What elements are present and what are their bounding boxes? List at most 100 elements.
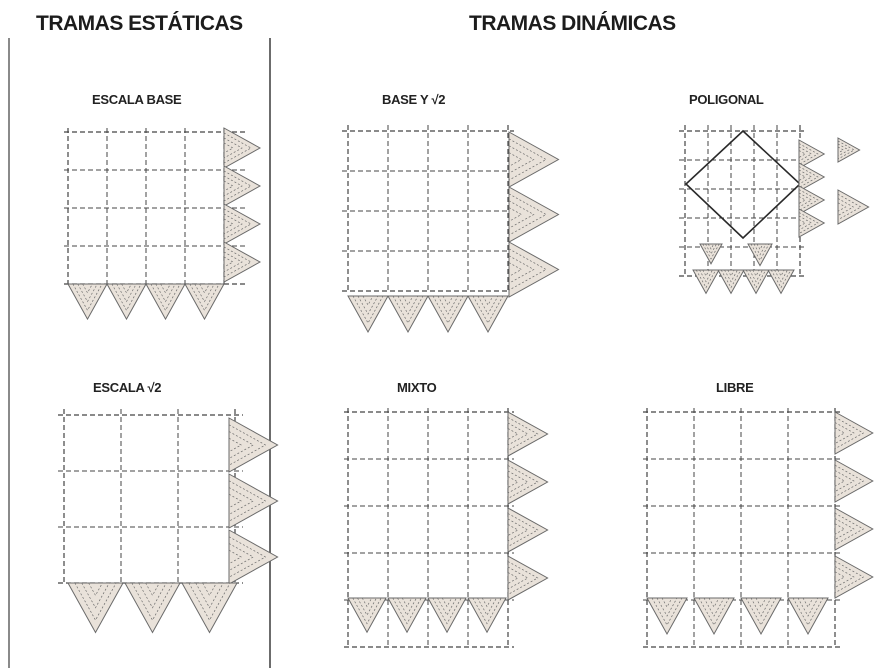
scale-triangle-hatch xyxy=(702,243,720,260)
label-base-r2: BASE Y √2 xyxy=(382,92,446,107)
label-libre: LIBRE xyxy=(716,380,754,395)
scale-triangle xyxy=(699,243,723,265)
scale-triangle-hatch xyxy=(798,189,819,211)
scale-triangle-hatch xyxy=(724,269,738,283)
scale-triangle xyxy=(427,597,467,634)
grid-base-r2 xyxy=(342,125,560,334)
scale-triangle-hatch xyxy=(82,283,93,294)
scale-triangle-hatch xyxy=(77,283,98,303)
scale-triangle-hatch xyxy=(357,295,379,315)
scale-triangle-hatch xyxy=(88,582,103,597)
grid-mixto xyxy=(344,408,549,648)
scale-triangle-hatch xyxy=(432,597,462,625)
scale-triangle-hatch xyxy=(441,597,453,608)
scale-triangle-hatch xyxy=(392,597,422,625)
scale-triangle xyxy=(228,473,279,529)
scale-triangle xyxy=(798,185,826,215)
scale-triangle xyxy=(798,162,826,192)
scale-triangle-hatch xyxy=(477,597,497,616)
scale-triangle-hatch xyxy=(228,487,255,515)
scale-triangle-hatch xyxy=(160,283,171,294)
scale-triangle-hatch xyxy=(472,597,502,625)
scale-triangle xyxy=(228,529,279,585)
scale-triangle-hatch xyxy=(437,295,459,315)
scale-triangle-hatch xyxy=(707,243,715,250)
scale-triangle-hatch xyxy=(798,166,819,188)
scale-triangle-hatch xyxy=(837,202,847,212)
scale-triangle-hatch xyxy=(223,213,243,235)
scale-triangle-hatch xyxy=(834,470,855,492)
scale-triangle-hatch xyxy=(352,597,382,625)
scale-triangle-hatch xyxy=(402,295,414,306)
label-escala-base: ESCALA BASE xyxy=(92,92,182,107)
scale-triangle-hatch xyxy=(507,566,529,590)
scale-triangle-hatch xyxy=(507,561,539,595)
scale-triangle-hatch xyxy=(507,518,529,542)
scale-triangle xyxy=(507,555,549,601)
scale-triangle-hatch xyxy=(507,422,529,446)
scale-triangle-hatch xyxy=(223,175,243,197)
scale-triangle-hatch xyxy=(770,269,792,289)
scale-triangle-hatch xyxy=(798,212,819,234)
scale-triangle-hatch xyxy=(508,200,535,229)
scale-triangle-hatch xyxy=(798,215,813,231)
scale-triangle-hatch xyxy=(798,169,813,185)
scale-triangle-hatch xyxy=(357,597,377,616)
grid-poligonal xyxy=(679,125,870,295)
scale-triangle-hatch xyxy=(228,549,242,565)
scale-triangle-hatch xyxy=(834,422,855,444)
scale-triangle-hatch xyxy=(199,283,210,294)
scale-triangle-hatch xyxy=(703,597,725,617)
label-escala-r2: ESCALA √2 xyxy=(93,380,162,395)
scale-triangle-hatch xyxy=(361,597,373,608)
grid-escala-r2 xyxy=(58,409,279,634)
scale-triangle-hatch xyxy=(753,243,767,256)
scale-triangle-hatch xyxy=(81,582,110,609)
scale-triangle-hatch xyxy=(202,582,217,597)
scale-triangle-hatch xyxy=(228,536,267,578)
scale-triangle xyxy=(507,507,549,553)
scale-triangle-hatch xyxy=(228,431,255,459)
scale-triangle-hatch xyxy=(401,597,413,608)
scale-triangle-hatch xyxy=(116,283,137,303)
heading-static: TRAMAS ESTÁTICAS xyxy=(36,12,243,35)
grid-escala-base xyxy=(64,127,262,321)
diamond-polygon xyxy=(684,129,802,240)
scale-triangle-hatch xyxy=(507,465,539,499)
scale-triangle-hatch xyxy=(508,145,535,174)
scale-triangle-hatch xyxy=(228,437,242,453)
scale-triangle-hatch xyxy=(774,269,788,283)
label-mixto: MIXTO xyxy=(397,380,437,395)
scale-triangle-hatch xyxy=(834,518,855,540)
scale-triangle-hatch xyxy=(797,597,819,617)
scale-triangle-hatch xyxy=(508,255,535,284)
scale-triangle-hatch xyxy=(507,470,529,494)
scale-triangle-hatch xyxy=(223,251,243,273)
scale-triangle-hatch xyxy=(802,597,814,608)
scale-triangle-hatch xyxy=(482,295,494,306)
scale-triangle-hatch xyxy=(720,269,742,289)
scale-triangle-hatch xyxy=(837,198,855,216)
scale-triangle-hatch xyxy=(228,543,255,571)
scale-triangle-hatch xyxy=(508,152,523,167)
scale-triangle-hatch xyxy=(228,424,267,466)
scale-triangle-hatch xyxy=(477,295,499,315)
scale-triangle-hatch xyxy=(750,597,772,617)
scale-triangle-hatch xyxy=(834,566,855,588)
scale-triangle-hatch xyxy=(695,269,717,289)
scale-triangle-hatch xyxy=(661,597,673,608)
scale-triangle-hatch xyxy=(834,560,865,594)
scale-triangle-hatch xyxy=(798,196,807,204)
scale-triangle xyxy=(798,139,826,169)
scale-triangle-hatch xyxy=(507,513,539,547)
scale-triangle-hatch xyxy=(745,269,767,289)
scale-triangle-hatch xyxy=(145,582,160,597)
scale-triangle xyxy=(507,459,549,505)
scale-triangle-hatch xyxy=(195,582,224,609)
scale-triangle-hatch xyxy=(834,464,865,498)
scale-triangle-hatch xyxy=(228,493,242,509)
scale-triangle-hatch xyxy=(749,269,763,283)
scale-triangle-hatch xyxy=(798,219,807,227)
scale-triangle-hatch xyxy=(155,283,176,303)
scale-triangle-hatch xyxy=(437,597,457,616)
